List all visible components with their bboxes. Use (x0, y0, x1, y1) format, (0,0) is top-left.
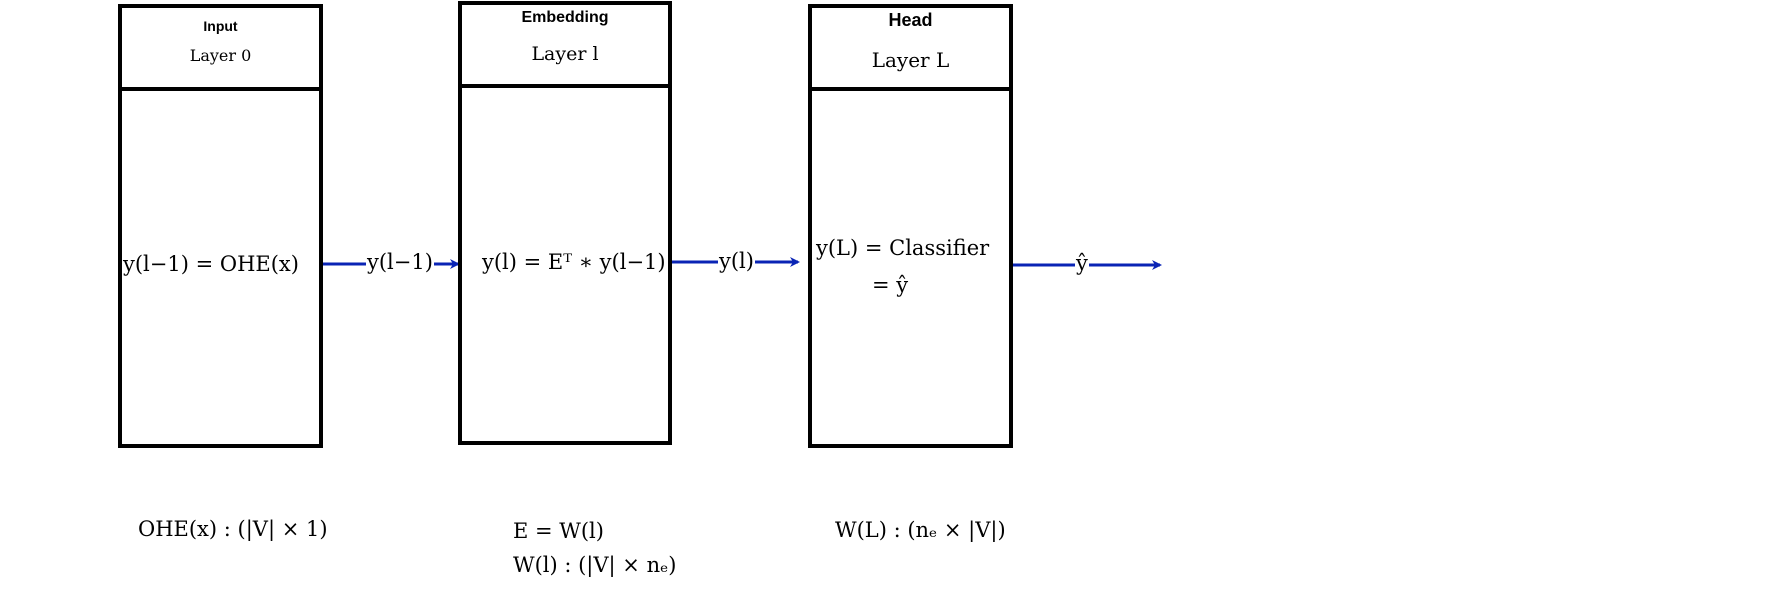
embedding-block: Embedding Layer l (458, 1, 672, 445)
arrow-label-y-l-minus-1: y(l−1) (366, 250, 434, 274)
embedding-block-header: Embedding Layer l (462, 5, 668, 88)
head-equation-line2: = ŷ (872, 273, 909, 297)
head-block-layer: Layer L (871, 48, 950, 72)
input-block-layer: Layer 0 (189, 46, 252, 65)
arrow-label-y-hat: ŷ (1075, 251, 1089, 275)
embedding-equation: y(l) = Eᵀ ∗ y(l−1) (482, 250, 666, 274)
input-block: Input Layer 0 (118, 4, 323, 448)
head-block-header: Head Layer L (812, 8, 1009, 91)
input-block-title: Input (203, 18, 238, 34)
footnote-embedding-w-shape: W(l) : (|V| × nₑ) (513, 553, 677, 577)
arrow-label-y-l: y(l) (718, 249, 755, 273)
footnote-input-ohe-shape: OHE(x) : (|V| × 1) (138, 517, 328, 541)
footnote-embedding-e-equals-w: E = W(l) (513, 519, 604, 543)
embedding-block-title: Embedding (521, 9, 609, 26)
input-block-header: Input Layer 0 (122, 8, 319, 91)
head-block-title: Head (888, 10, 933, 30)
input-equation: y(l−1) = OHE(x) (123, 252, 299, 276)
footnote-head-w-shape: W(L) : (nₑ × |V|) (835, 518, 1006, 542)
embedding-block-layer: Layer l (531, 43, 599, 65)
head-equation-line1: y(L) = Classifier (816, 236, 990, 260)
head-block: Head Layer L (808, 4, 1013, 448)
